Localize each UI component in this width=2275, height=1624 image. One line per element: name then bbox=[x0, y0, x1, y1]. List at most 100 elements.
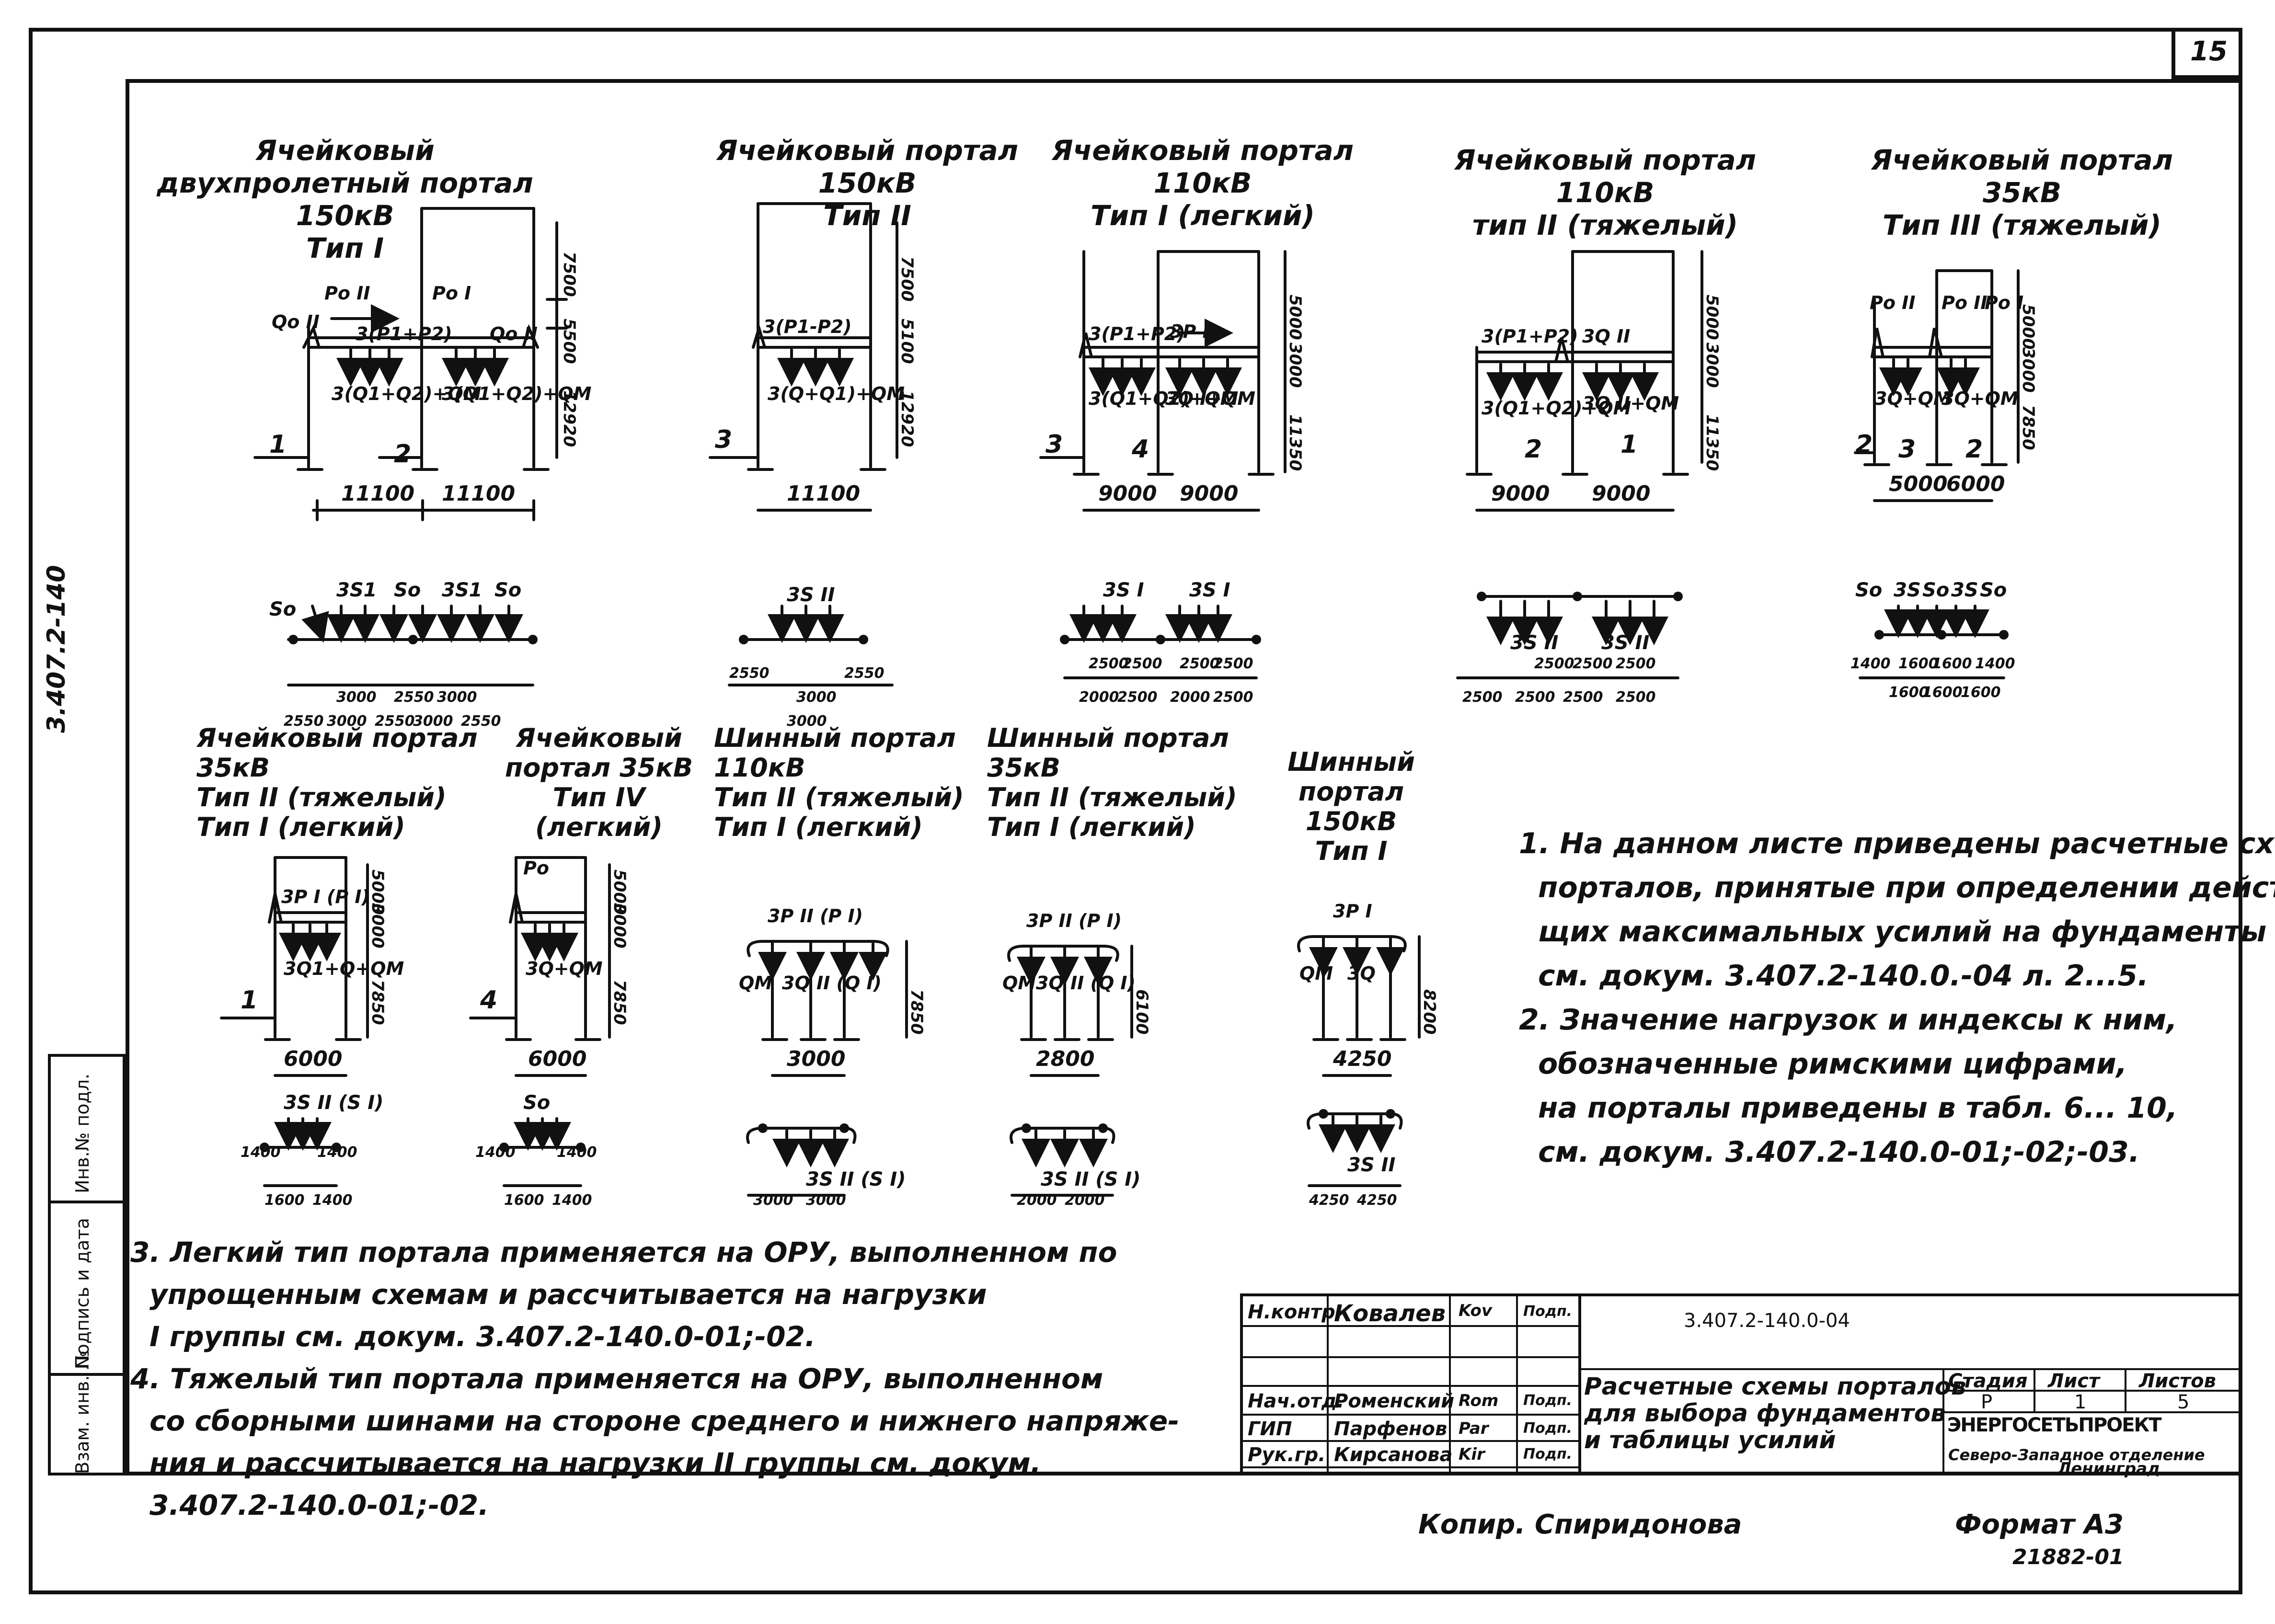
diagram-3-type: Тип I (легкий) bbox=[1090, 199, 1315, 232]
diagram-2-cable-dimension: 3000 bbox=[787, 713, 827, 730]
diagram-2-load-label: 3(P1-P2) bbox=[763, 316, 852, 337]
diagram-4-cable-load-label: 3S II bbox=[1601, 632, 1649, 654]
document-title-line-2: для выбора фундаментов bbox=[1584, 1399, 1946, 1427]
copier-note: Копир. Спиридонова bbox=[1418, 1509, 1742, 1540]
diagram-5-height-dimension: 7850 bbox=[2019, 405, 2038, 450]
diagram-3-cable-dimension: 2000 bbox=[1170, 689, 1210, 706]
diagram-3-cable-dimension: 2500 bbox=[1089, 655, 1129, 672]
diagram-5-member-number: 2 bbox=[1855, 430, 1873, 459]
diagram-7-title: Ячейковый портал 35кВ Тип IV (легкий) bbox=[498, 723, 700, 842]
page-number: 15 bbox=[2172, 28, 2242, 79]
diagram-1-cable-dimension: 3000 bbox=[327, 713, 367, 730]
diagram-3-height-dimension: 11350 bbox=[1286, 414, 1305, 471]
diagram-4-load-label: 3(P1+P2) bbox=[1482, 326, 1578, 347]
drawing-frame bbox=[126, 79, 2242, 1475]
note-4-line-4: 3.407.2-140.0-01;-02. bbox=[149, 1489, 489, 1521]
diagram-8-span-dimension: 3000 bbox=[787, 1047, 845, 1071]
diagram-5-span-dimension: 6000 bbox=[1946, 472, 2005, 496]
diagram-6-title: Ячейковый портал 35кВ Тип II (тяжелый) Т… bbox=[196, 723, 484, 842]
diagram-5-load-label: 3Q+QM bbox=[1874, 388, 1952, 409]
diagram-4-height-dimension: 3000 bbox=[1702, 343, 1722, 388]
diagram-6-cable-dimension: 1400 bbox=[317, 1144, 357, 1161]
diagram-5-span-dimension: 5000 bbox=[1889, 472, 1947, 496]
diagram-9-height-dimension: 6100 bbox=[1132, 989, 1151, 1035]
diagram-1-cable-dimension: 3000 bbox=[413, 713, 453, 730]
diagram-7-name: Ячейковый портал 35кВ bbox=[505, 723, 693, 783]
name-2: Роменский bbox=[1334, 1390, 1455, 1412]
date-3: Подп. bbox=[1523, 1420, 1573, 1437]
diagram-4-load-label: 3Q II bbox=[1582, 326, 1630, 347]
diagram-5-load-label: 3Q+QM bbox=[1942, 388, 2019, 409]
diagram-3-height-dimension: 5000 bbox=[1286, 295, 1305, 340]
diagram-5-load-label: Po II bbox=[1870, 292, 1915, 313]
document-code: 3.407.2-140.0-04 bbox=[1684, 1310, 1850, 1332]
diagram-7-cable-load-label: So bbox=[523, 1092, 550, 1114]
diagram-7-load-label: Po bbox=[523, 858, 549, 879]
diagram-5-height-dimension: 3000 bbox=[2019, 347, 2038, 393]
diagram-1-cable-dimension: 2550 bbox=[284, 713, 324, 730]
diagram-1-member-number: 1 bbox=[269, 430, 287, 459]
side-label-replacement: Взам. инв. № bbox=[72, 1350, 93, 1474]
diagram-10-load-label: 3Q bbox=[1347, 963, 1376, 984]
diagram-3-span-dimension: 9000 bbox=[1180, 481, 1238, 506]
diagram-6-cable-dimension: 1600 bbox=[264, 1192, 305, 1209]
diagram-6-span-dimension: 6000 bbox=[284, 1047, 342, 1071]
diagram-1-cable-load-label: So bbox=[269, 598, 296, 620]
signature-1: Kov bbox=[1459, 1301, 1493, 1320]
diagram-5-cable-load-label: So bbox=[1855, 579, 1882, 601]
note-4-line-1: 4. Тяжелый тип портала применяется на ОР… bbox=[130, 1362, 1103, 1395]
diagram-7-load-label: 3Q+QM bbox=[526, 958, 603, 979]
diagram-8-load-label: QM bbox=[739, 972, 772, 994]
diagram-10-height-dimension: 8200 bbox=[1420, 989, 1439, 1035]
diagram-1-cable-load-label: 3S1 bbox=[442, 579, 482, 601]
diagram-3-cable-dimension: 2500 bbox=[1213, 655, 1253, 672]
diagram-10-cable-dimension: 4250 bbox=[1309, 1192, 1349, 1209]
diagram-2-cable-dimension: 2550 bbox=[844, 665, 885, 682]
diagram-1-cable-dimension: 2550 bbox=[375, 713, 415, 730]
diagram-6-load-label: 3P I (P I) bbox=[281, 886, 370, 907]
diagram-1-cable-load-label: So bbox=[394, 579, 421, 601]
note-3-line-1: 3. Легкий тип портала применяется на ОРУ… bbox=[130, 1236, 1117, 1269]
diagram-8-cable-load-label: 3S II (S I) bbox=[806, 1168, 906, 1190]
diagram-6-height-dimension: 5000 bbox=[368, 869, 387, 915]
notes-bottom: 3. Легкий тип портала применяется на ОРУ… bbox=[130, 1231, 1179, 1526]
diagram-10-cable-dimension: 4250 bbox=[1356, 1192, 1397, 1209]
diagram-1-load-label: Qo II bbox=[490, 323, 538, 344]
diagram-9-cable-dimension: 2000 bbox=[1065, 1192, 1105, 1209]
diagram-8-title: Шинный портал 110кВ Тип II (тяжелый) Тип… bbox=[714, 723, 992, 842]
diagram-1-cable-dimension: 2550 bbox=[394, 689, 434, 706]
diagram-1-member-number: 2 bbox=[394, 440, 411, 469]
diagram-1-load-label: 3(Q1+Q2)+QM bbox=[332, 383, 482, 404]
diagram-4-frame bbox=[1456, 250, 1703, 679]
signature-4: Kir bbox=[1459, 1445, 1485, 1464]
stage-value: Р bbox=[1981, 1391, 1993, 1413]
diagram-1-height-dimension: 7500 bbox=[560, 252, 579, 297]
note-2-line-3: на порталы приведены в табл. 6... 10, bbox=[1538, 1091, 2178, 1125]
diagram-1-cable-dimension: 3000 bbox=[336, 689, 377, 706]
diagram-4-member-number: 1 bbox=[1620, 430, 1638, 459]
diagram-5-name: Ячейковый портал 35кВ bbox=[1871, 144, 2173, 209]
diagram-1-frame bbox=[253, 207, 568, 686]
diagram-2-cable-dimension: 2550 bbox=[729, 665, 770, 682]
name-1: Ковалев bbox=[1334, 1300, 1446, 1327]
diagram-9-name: Шинный портал 35кВ bbox=[987, 723, 1229, 783]
diagram-3-cable-load-label: 3S I bbox=[1189, 579, 1230, 601]
diagram-5-cable-dimension: 1600 bbox=[1922, 684, 1963, 701]
diagram-5-cable-load-label: So bbox=[1922, 579, 1949, 601]
diagram-6-type: Тип II (тяжелый) Тип I (легкий) bbox=[196, 782, 447, 842]
diagram-4-height-dimension: 11350 bbox=[1702, 414, 1722, 471]
diagram-6-height-dimension: 3000 bbox=[368, 903, 387, 949]
diagram-8-load-label: 3Q II (Q I) bbox=[782, 972, 882, 994]
header-sheet: Лист bbox=[2048, 1370, 2100, 1392]
diagram-7-member-number: 4 bbox=[480, 986, 497, 1015]
note-1-line-2: порталов, принятые при определении дейст… bbox=[1538, 871, 2275, 904]
document-title-line-3: и таблицы усилий bbox=[1584, 1426, 1836, 1454]
diagram-3-member-number: 4 bbox=[1131, 435, 1149, 464]
diagram-2-frame bbox=[709, 202, 898, 686]
diagram-3-height-dimension: 3000 bbox=[1286, 343, 1305, 388]
diagram-5-cable-dimension: 1600 bbox=[1898, 655, 1939, 672]
diagram-10-load-label: 3P I bbox=[1333, 901, 1372, 922]
diagram-1-cable-load-label: So bbox=[494, 579, 521, 601]
diagram-9-load-label: QM bbox=[1002, 972, 1036, 994]
diagram-9-type: Тип II (тяжелый) Тип I (легкий) bbox=[987, 782, 1237, 842]
